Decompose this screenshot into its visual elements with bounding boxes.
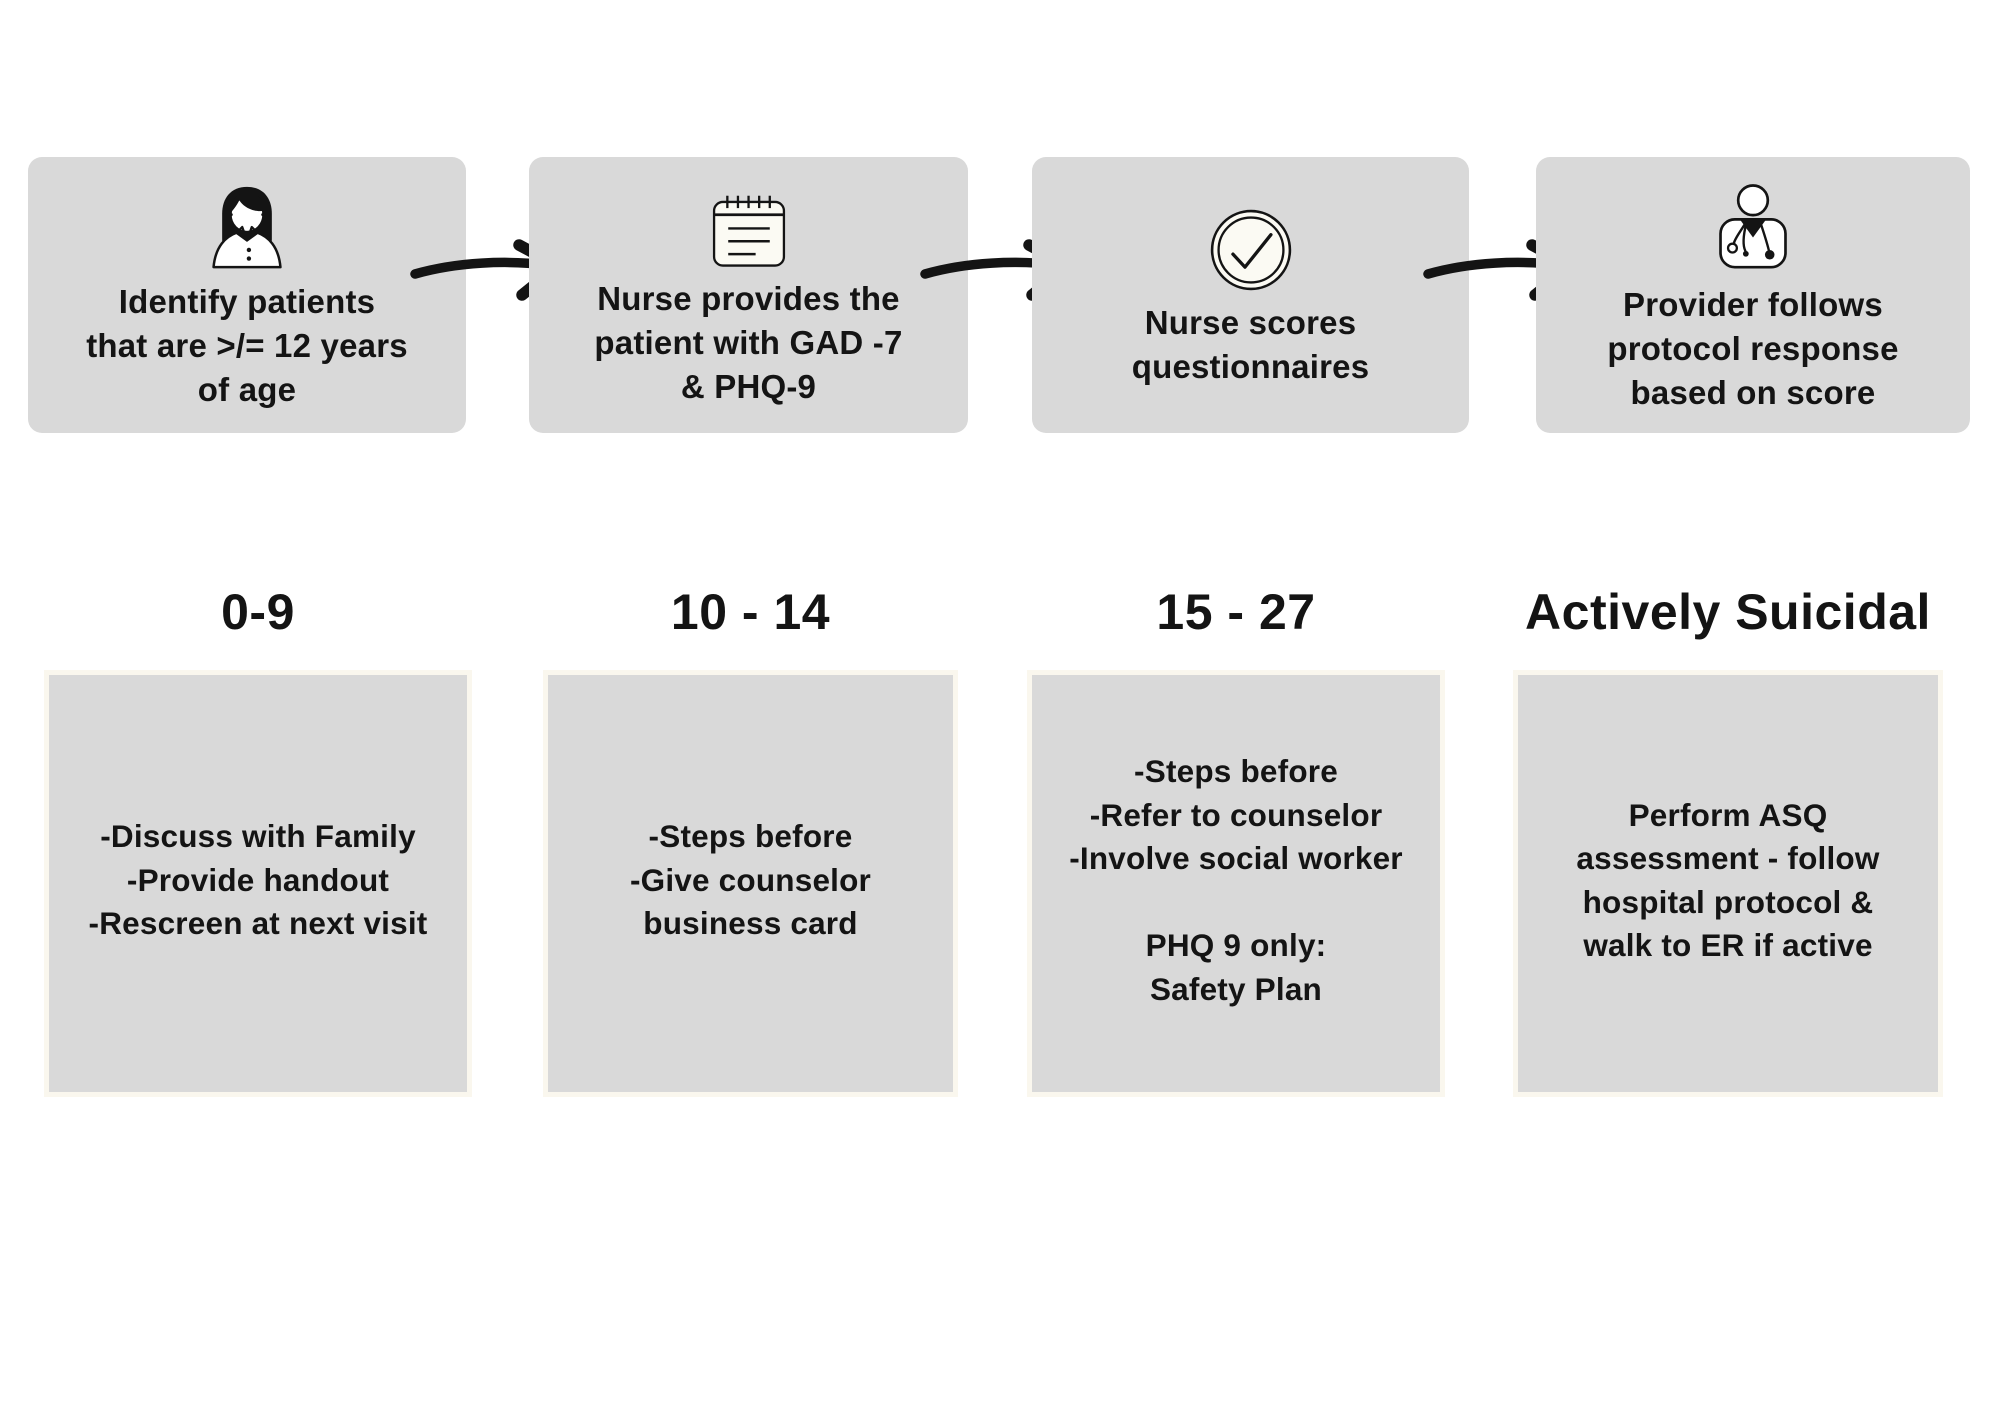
score-actions-panel: -Discuss with Family -Provide handout -R… xyxy=(44,670,472,1097)
score-range-header: Actively Suicidal xyxy=(1525,584,1931,640)
score-actions-text: Perform ASQ assessment - follow hospital… xyxy=(1576,796,1880,964)
score-actions-text: -Steps before -Give counselor business c… xyxy=(629,818,872,942)
notepad-icon xyxy=(712,195,785,267)
flow-step-provider-protocol: Provider follows protocol response based… xyxy=(1536,157,1970,433)
score-actions-text: -Steps before -Refer to counselor -Invol… xyxy=(1069,753,1403,1007)
flow-step-label: Provider follows protocol response based… xyxy=(1607,285,1899,411)
score-actions-panel: -Steps before -Refer to counselor -Invol… xyxy=(1027,670,1445,1097)
flow-step-label: Identify patients that are >/= 12 years … xyxy=(86,283,408,408)
score-range-header: 0-9 xyxy=(221,584,295,640)
score-range-header: 10 - 14 xyxy=(670,584,831,640)
score-actions-text: -Discuss with Family -Provide handout -R… xyxy=(88,818,428,942)
doctor-icon xyxy=(1719,183,1787,269)
flow-step-label: Nurse provides the patient with GAD -7 &… xyxy=(594,279,903,405)
score-actions-panel: -Steps before -Give counselor business c… xyxy=(543,670,958,1097)
flow-step-score-questionnaires: Nurse scores questionnaires xyxy=(1032,157,1469,433)
score-actions-panel: Perform ASQ assessment - follow hospital… xyxy=(1513,670,1943,1097)
nurse-avatar-icon xyxy=(212,186,282,269)
check-circle-icon xyxy=(1210,209,1291,290)
flow-step-identify-patients: Identify patients that are >/= 12 years … xyxy=(28,157,466,433)
score-range-header: 15 - 27 xyxy=(1156,584,1316,640)
flow-step-label: Nurse scores questionnaires xyxy=(1131,303,1370,385)
flow-step-provide-questionnaires: Nurse provides the patient with GAD -7 &… xyxy=(529,157,968,433)
